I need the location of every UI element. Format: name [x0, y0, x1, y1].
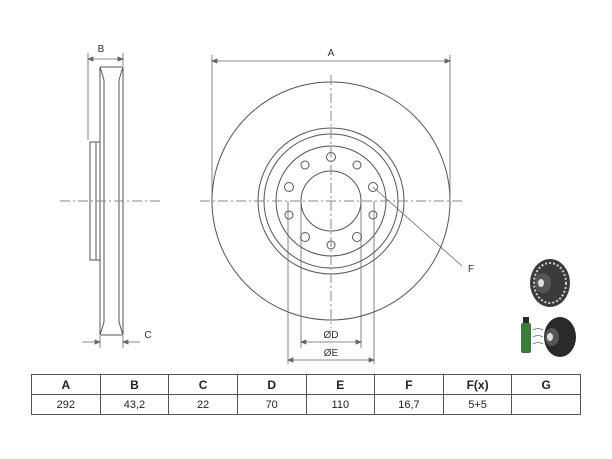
spec-value-e: 110	[305, 394, 376, 415]
spec-value-row: 292 43,2 22 70 110 16,7 5+5	[31, 394, 581, 415]
front-view	[200, 75, 462, 328]
spec-header-row: A B C D E F F(x) G	[31, 374, 581, 395]
spec-table: A B C D E F F(x) G 292 43,2 22 70 110 16…	[31, 374, 581, 415]
dimension-c	[82, 336, 140, 348]
side-view	[60, 66, 160, 336]
dimension-a	[210, 55, 452, 200]
spec-header-e: E	[305, 374, 376, 395]
spec-value-b: 43,2	[99, 394, 170, 415]
spec-header-b: B	[99, 374, 170, 395]
dimension-b	[86, 53, 125, 140]
spec-header-d: D	[236, 374, 307, 395]
spec-value-fx: 5+5	[442, 394, 513, 415]
spec-value-d: 70	[236, 394, 307, 415]
dimension-f	[372, 186, 463, 267]
spec-header-g: G	[511, 374, 581, 395]
label-e: ØE	[324, 348, 339, 359]
label-a: A	[328, 48, 335, 59]
spec-header-f: F	[374, 374, 444, 395]
spec-header-a: A	[31, 374, 101, 395]
label-d: ØD	[324, 330, 339, 341]
spec-value-c: 22	[168, 394, 238, 415]
spec-value-f: 16,7	[374, 394, 444, 415]
dimension-d	[299, 201, 363, 348]
spec-header-fx: F(x)	[442, 374, 513, 395]
spec-header-c: C	[168, 374, 238, 395]
label-f: F	[468, 264, 474, 275]
label-c: C	[144, 330, 151, 341]
disc-with-spray-icon	[521, 317, 576, 357]
brake-disc-drawing: B C A	[60, 44, 576, 364]
spec-value-g	[511, 394, 581, 415]
vented-disc-icon	[530, 259, 570, 307]
label-b: B	[98, 44, 105, 55]
dimension-e	[286, 201, 376, 364]
spec-value-a: 292	[31, 394, 101, 415]
